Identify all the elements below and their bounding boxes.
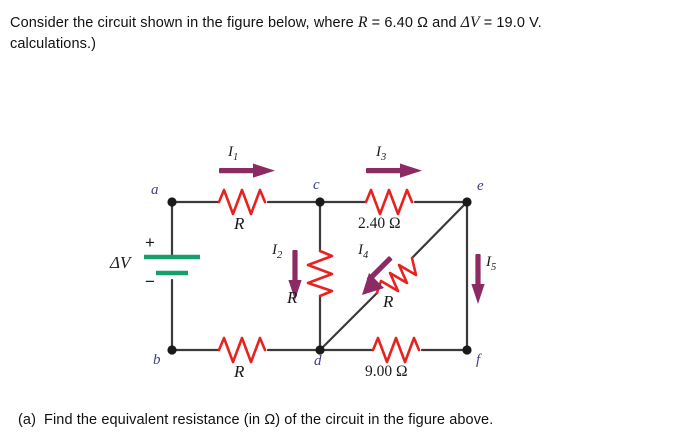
resistor-symbol-r-df [371,336,421,364]
problem-text-line2: calculations.) [10,36,97,53]
current-arrow-I1 [219,163,275,178]
wires [170,200,469,352]
question-label: (a) [18,412,37,428]
wire-rde-to-e [410,200,469,260]
question-line: (a) Find the equivalent resistance (in Ω)… [18,412,678,428]
node-dot-a [167,197,177,207]
resistor-symbols [217,188,421,364]
battery-symbol [144,254,200,276]
current-arrow-I2 [288,250,302,300]
symbol-R: R [357,14,368,31]
circuit-diagram: a c e b d f R 2.40 Ω R R R 9.00 Ω I1 I3 … [0,120,689,405]
resistor-symbol-r-cd [306,249,334,298]
node-dots [167,197,472,355]
resistor-symbol-r-ac [217,188,267,216]
current-arrow-I5 [471,254,485,304]
current-arrow-I4 [362,256,393,295]
problem-text-part1: Consider the circuit shown in the figure… [10,15,358,31]
node-dot-f [462,345,472,355]
current-arrows [219,163,485,304]
symbol-delta-V: ΔV [460,14,480,31]
wire-d-to-rde [318,291,379,352]
problem-text-eq-v: = 19.0 V. [479,15,542,31]
node-dot-b [167,345,177,355]
problem-text-eq-r: = 6.40 Ω and [367,15,461,31]
node-dot-d [315,345,325,355]
node-dot-c [315,197,325,207]
resistor-symbol-r-ce [364,188,414,216]
node-dot-e [462,197,472,207]
question-text: Find the equivalent resistance (in Ω) of… [44,412,494,428]
circuit-schematic-svg [144,163,485,364]
current-arrow-I3 [366,163,422,178]
resistor-symbol-r-de [375,256,418,295]
problem-statement: Consider the circuit shown in the figure… [10,12,689,55]
resistor-symbol-r-bd [217,336,267,364]
